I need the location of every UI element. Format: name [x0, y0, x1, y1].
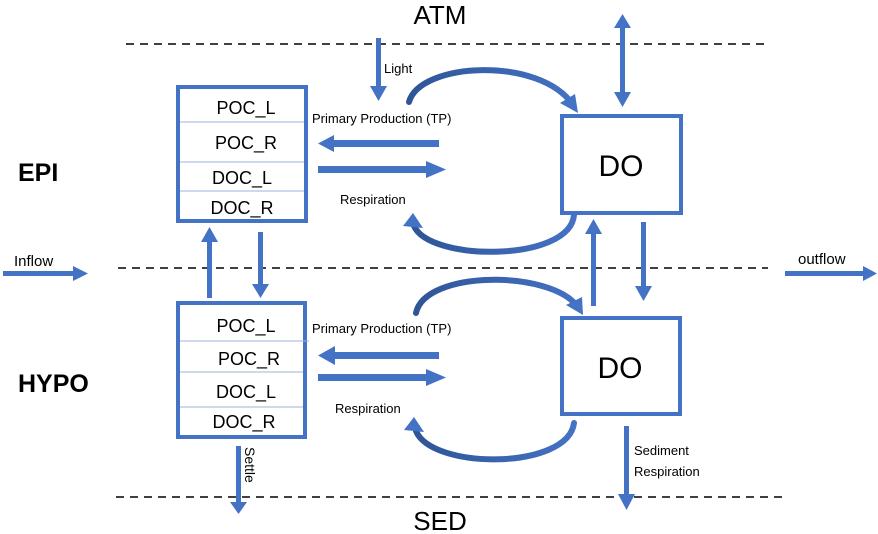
epi-respiration-curve-arrow	[403, 212, 577, 255]
atm-do-exchange-arrow	[614, 14, 631, 107]
settle-arrow	[230, 446, 247, 514]
hypo-respiration-curve-arrow	[404, 417, 577, 463]
sed-label: SED	[413, 506, 466, 534]
outflow-arrow	[785, 266, 877, 281]
epi-respiration-label: Respiration	[340, 192, 406, 207]
atm-label: ATM	[414, 0, 467, 30]
sediment-respiration-arrow	[618, 426, 635, 510]
hypo-do-box	[560, 316, 682, 416]
light-arrow	[370, 38, 387, 101]
epi-production-arrow	[318, 135, 439, 152]
hypo-do-label: DO	[598, 352, 643, 385]
epi-respiration-arrow	[318, 161, 446, 178]
epi-pool-poc-l: POC_L	[216, 98, 275, 119]
hypo-production-arrow	[318, 346, 439, 365]
hypo-primary-production-label: Primary Production (TP)	[312, 321, 451, 336]
hypo-layer-label: HYPO	[18, 370, 89, 398]
epi-do-box	[560, 114, 683, 215]
do-upward-arrow	[585, 219, 602, 306]
inflow-arrow	[3, 266, 88, 281]
epi-pool-poc-r: POC_R	[215, 133, 277, 154]
sediment-respiration-label-line2: Respiration	[634, 464, 700, 479]
epi-primary-production-label: Primary Production (TP)	[312, 111, 451, 126]
hypo-pool-doc-r: DOC_R	[212, 412, 275, 433]
epi-pool-doc-l: DOC_L	[212, 168, 272, 189]
epi-do-label: DO	[599, 150, 644, 183]
settle-label: Settle	[242, 447, 258, 483]
carbon-downward-arrow	[252, 232, 269, 298]
hypo-pool-doc-l: DOC_L	[216, 382, 276, 403]
do-downward-arrow	[635, 222, 652, 301]
hypo-pool-poc-l: POC_L	[216, 316, 275, 337]
hypo-respiration-label: Respiration	[335, 401, 401, 416]
light-label: Light	[384, 61, 413, 76]
epi-pool-doc-r: DOC_R	[210, 198, 273, 219]
hypo-production-curve-arrow	[413, 276, 583, 316]
epi-carbon-pool-box	[176, 85, 308, 223]
hypo-pool-poc-r: POC_R	[218, 349, 280, 370]
epi-layer-label: EPI	[18, 159, 58, 187]
inflow-label: Inflow	[14, 253, 53, 270]
carbon-upward-arrow	[201, 227, 218, 298]
epi-production-curve-arrow	[406, 67, 578, 113]
hypo-respiration-arrow	[318, 369, 446, 386]
outflow-label: outflow	[798, 251, 846, 268]
sediment-respiration-label-line1: Sediment	[634, 443, 689, 458]
hypo-carbon-pool-box	[176, 301, 309, 439]
